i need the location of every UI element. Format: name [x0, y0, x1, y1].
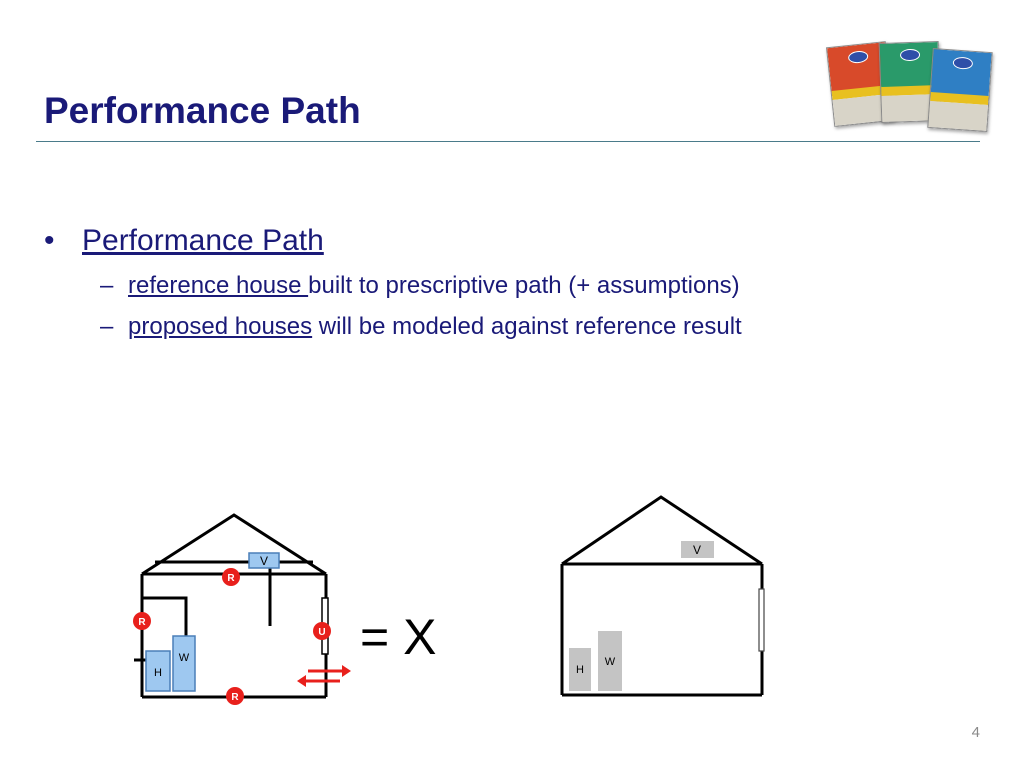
slide-title: Performance Path — [44, 90, 361, 131]
air-leakage-arrows-icon — [297, 665, 351, 687]
u-marker-label: U — [318, 627, 325, 638]
sub-item-underlined: reference house — [128, 272, 309, 299]
r-value-marker-ceiling — [222, 568, 240, 586]
right-vent-label: V — [693, 543, 701, 557]
r-marker-label: R — [138, 617, 146, 628]
right-water-heater-label: W — [605, 656, 616, 668]
bullet-performance-path: • Performance Path — [44, 224, 324, 258]
r-value-marker-floor — [226, 687, 244, 705]
r-marker-label: R — [231, 692, 239, 703]
r-value-marker-wall — [133, 612, 151, 630]
left-house-roof — [141, 513, 327, 576]
bullet-marker: • — [44, 224, 55, 257]
left-house-duct — [142, 596, 188, 636]
sub-item-text: will be modeled against reference result — [312, 313, 742, 340]
sub-item-underlined: proposed houses — [128, 313, 313, 340]
dash-marker: – — [100, 272, 114, 299]
proposed-house-diagram: V H W — [560, 495, 765, 697]
right-heater-box — [569, 648, 591, 691]
sub-item-reference-house: –reference house built to prescriptive p… — [100, 272, 740, 300]
sub-item-proposed-houses: –proposed houses will be modeled against… — [100, 313, 742, 341]
r-marker-label: R — [227, 573, 235, 584]
right-house-door — [758, 588, 765, 652]
left-heater-box — [145, 650, 171, 692]
left-water-heater-label: W — [179, 652, 190, 664]
reference-house-diagram: V H W R R R U — [133, 513, 351, 705]
right-ventilation-box — [681, 541, 714, 558]
left-water-heater-box — [172, 635, 196, 692]
dash-marker: – — [100, 313, 114, 340]
left-vent-label: V — [260, 554, 268, 568]
right-house-roof — [561, 495, 763, 566]
page-number: 4 — [971, 724, 980, 741]
title-divider — [36, 141, 980, 142]
u-value-marker-door — [313, 622, 331, 640]
left-ventilation-box — [248, 552, 280, 569]
right-water-heater-box — [598, 631, 622, 691]
right-heater-label: H — [576, 664, 584, 676]
equals-result-label: = X — [360, 609, 437, 665]
left-heater-label: H — [154, 667, 162, 679]
bullet-heading: Performance Path — [82, 224, 324, 257]
sub-item-text: built to prescriptive path (+ assumption… — [308, 272, 740, 299]
